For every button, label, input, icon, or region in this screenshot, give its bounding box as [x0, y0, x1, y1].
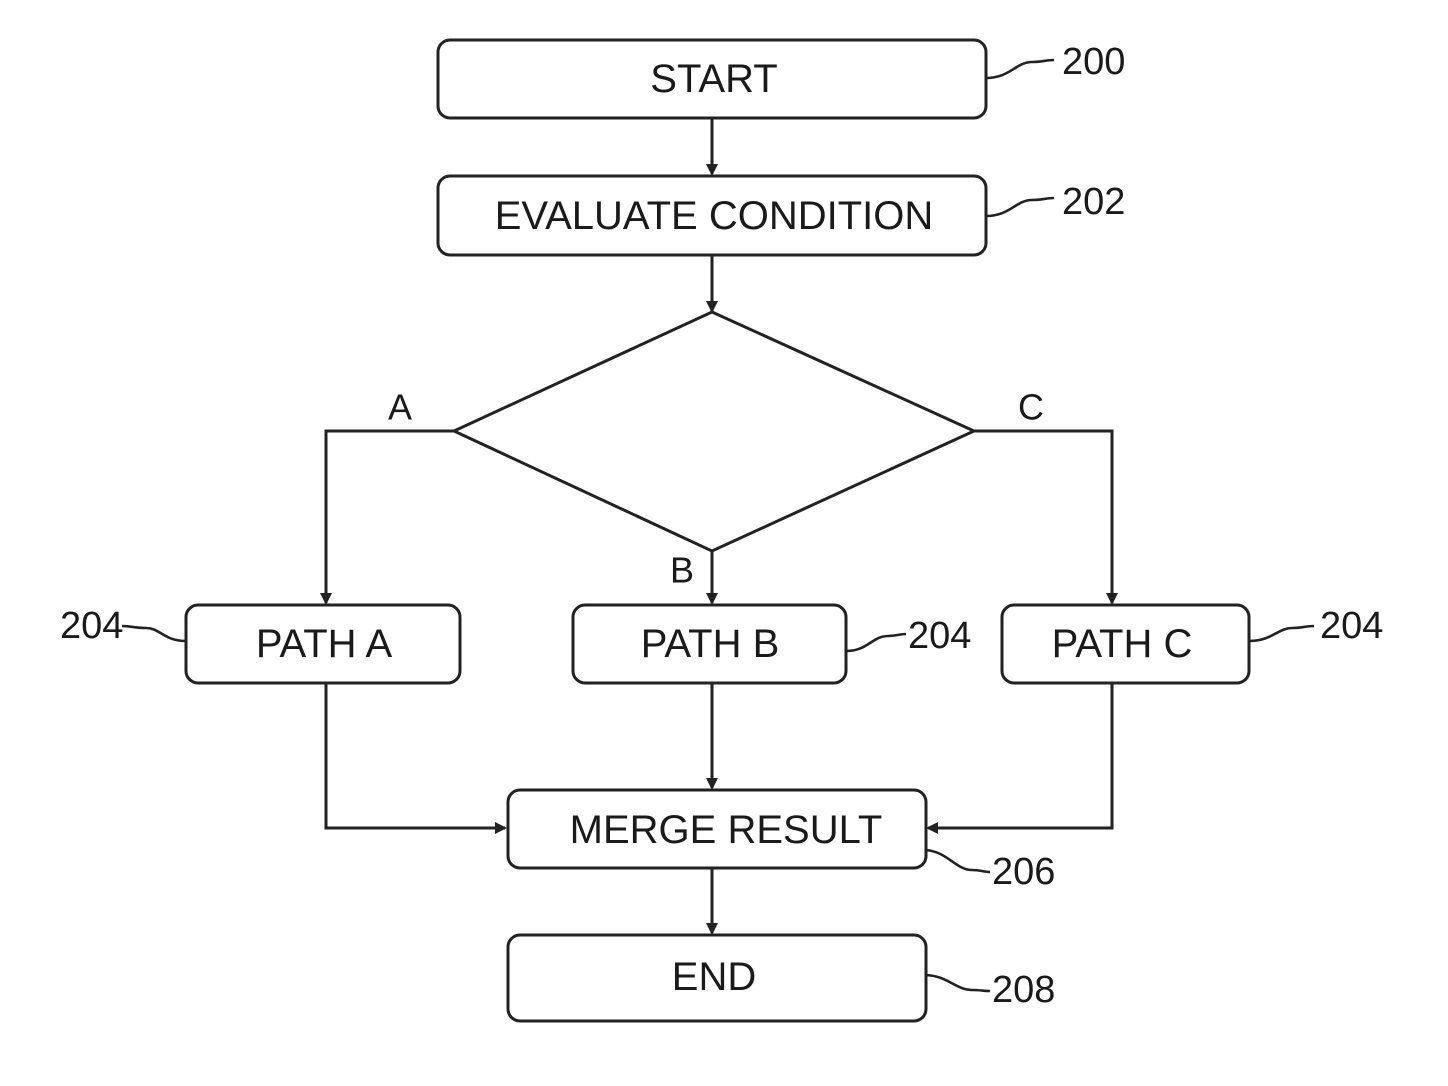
path-a-node: PATH A	[184, 603, 462, 685]
edge-decision-to-path-a	[320, 429, 454, 605]
path-b-node: PATH B	[571, 603, 848, 685]
branch-b-label: B	[670, 550, 694, 591]
evaluate-condition-node: EVALUATE CONDITION	[436, 174, 988, 257]
evaluate-ref-leader	[985, 196, 1055, 218]
edge-path-c-to-merge	[926, 683, 1114, 834]
start-node-label: START	[650, 57, 777, 101]
start-node: START	[436, 38, 988, 120]
merge-result-node-label: MERGE RESULT	[570, 808, 883, 852]
evaluate-ref-number: 202	[1062, 181, 1125, 223]
path-c-ref-leader	[1248, 624, 1315, 643]
path-b-node-label: PATH B	[641, 622, 780, 666]
end-ref-number: 208	[992, 969, 1055, 1011]
merge-ref-number: 206	[992, 851, 1055, 893]
start-ref-number: 200	[1062, 41, 1125, 83]
evaluate-condition-node-label: EVALUATE CONDITION	[495, 194, 934, 238]
path-b-ref-leader	[845, 632, 907, 653]
end-node-label: END	[672, 955, 756, 999]
end-node: END	[506, 933, 928, 1023]
path-b-ref-number: 204	[908, 615, 971, 657]
path-c-node: PATH C	[1000, 603, 1251, 685]
path-c-ref-number: 204	[1320, 605, 1383, 647]
branch-c-label: C	[1018, 387, 1044, 428]
path-a-node-label: PATH A	[256, 622, 393, 666]
merge-result-node: MERGE RESULT	[506, 788, 928, 870]
path-a-ref-number: 204	[60, 605, 123, 647]
end-ref-leader	[925, 973, 991, 993]
edge-path-a-to-merge	[324, 683, 507, 834]
merge-ref-leader	[925, 848, 991, 874]
start-ref-leader	[985, 58, 1055, 80]
edge-decision-to-path-c	[974, 429, 1118, 605]
path-c-node-label: PATH C	[1052, 622, 1193, 666]
path-a-ref-leader	[121, 624, 187, 643]
decision-diamond	[450, 310, 978, 553]
branch-a-label: A	[388, 387, 412, 428]
